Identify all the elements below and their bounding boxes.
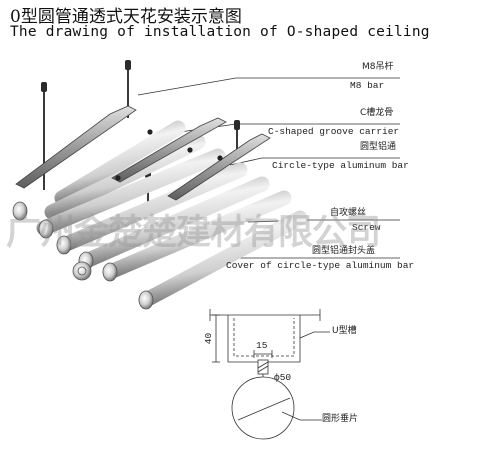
label-circle-bar-en: Circle-type aluminum bar bbox=[272, 160, 409, 171]
u-groove-inner bbox=[233, 318, 295, 357]
tube-end-caps bbox=[12, 201, 154, 310]
label-c-carrier-cn: C槽龙骨 bbox=[360, 108, 394, 118]
label-screw-cn: 自攻螺丝 bbox=[330, 208, 367, 218]
rod-tip-2 bbox=[125, 60, 131, 70]
carrier-2 bbox=[111, 117, 227, 183]
clip-hatch-2 bbox=[257, 365, 269, 373]
screw-1 bbox=[147, 129, 153, 135]
tube-3-body bbox=[36, 148, 226, 236]
leader-m8-bar bbox=[137, 77, 400, 96]
leader-screw bbox=[247, 219, 400, 223]
label-screw-en: Screw bbox=[352, 222, 381, 233]
tube-section-chord bbox=[237, 397, 291, 421]
tube-4-body bbox=[56, 162, 248, 253]
u-groove-label: U型槽 bbox=[332, 326, 357, 336]
label-cover-en: Cover of circle-type aluminum bar bbox=[226, 260, 415, 271]
carrier-1 bbox=[15, 105, 137, 189]
tube-5-body bbox=[78, 176, 270, 269]
screw-4 bbox=[217, 155, 223, 161]
round-clip-label: 圆形垂片 bbox=[322, 414, 359, 424]
loose-cover-cap-inner bbox=[77, 266, 87, 276]
loose-cover-cap bbox=[72, 261, 92, 281]
dim-15-label: 15 bbox=[256, 340, 268, 351]
rod-tip-1 bbox=[41, 82, 47, 92]
tube-section bbox=[231, 376, 295, 440]
tube-end-1 bbox=[12, 201, 28, 221]
label-c-carrier-en: C-shaped groove carrier bbox=[268, 126, 400, 137]
label-circle-bar-cn: 圆型铝通 bbox=[360, 142, 397, 152]
label-m8-bar-en: M8 bar bbox=[350, 80, 385, 91]
label-m8-bar-cn: M8吊杆 bbox=[362, 62, 394, 72]
leader-round-clip bbox=[281, 411, 322, 421]
dim-40-label: 40 bbox=[203, 332, 215, 345]
title-english: The drawing of installation of O-shaped … bbox=[10, 24, 430, 40]
screw-3 bbox=[115, 175, 121, 181]
circle-type-aluminum-bars bbox=[36, 120, 308, 308]
clip-hatch-1 bbox=[257, 361, 269, 369]
section-detail bbox=[209, 309, 330, 440]
tube-end-5 bbox=[102, 262, 118, 282]
tube-end-2 bbox=[38, 219, 54, 239]
tube-7-body bbox=[138, 210, 308, 308]
dim-phi50-label: ф50 bbox=[274, 372, 292, 383]
screws bbox=[115, 129, 223, 181]
c-shaped-groove-carriers bbox=[15, 105, 271, 201]
leader-u-groove bbox=[299, 331, 330, 339]
rod-tip-3 bbox=[234, 120, 240, 130]
u-groove-profile bbox=[227, 315, 301, 363]
tube-1-body bbox=[54, 120, 186, 206]
carrier-3 bbox=[167, 133, 271, 201]
tube-end-6 bbox=[138, 290, 154, 310]
tube-6-body bbox=[102, 190, 292, 280]
title-chinese: 0型圆管通透式天花安装示意图 bbox=[10, 7, 242, 27]
label-cover-cn: 圆型铝通封头盖 bbox=[312, 246, 376, 256]
tube-end-3 bbox=[56, 235, 72, 255]
screw-2 bbox=[187, 147, 193, 153]
